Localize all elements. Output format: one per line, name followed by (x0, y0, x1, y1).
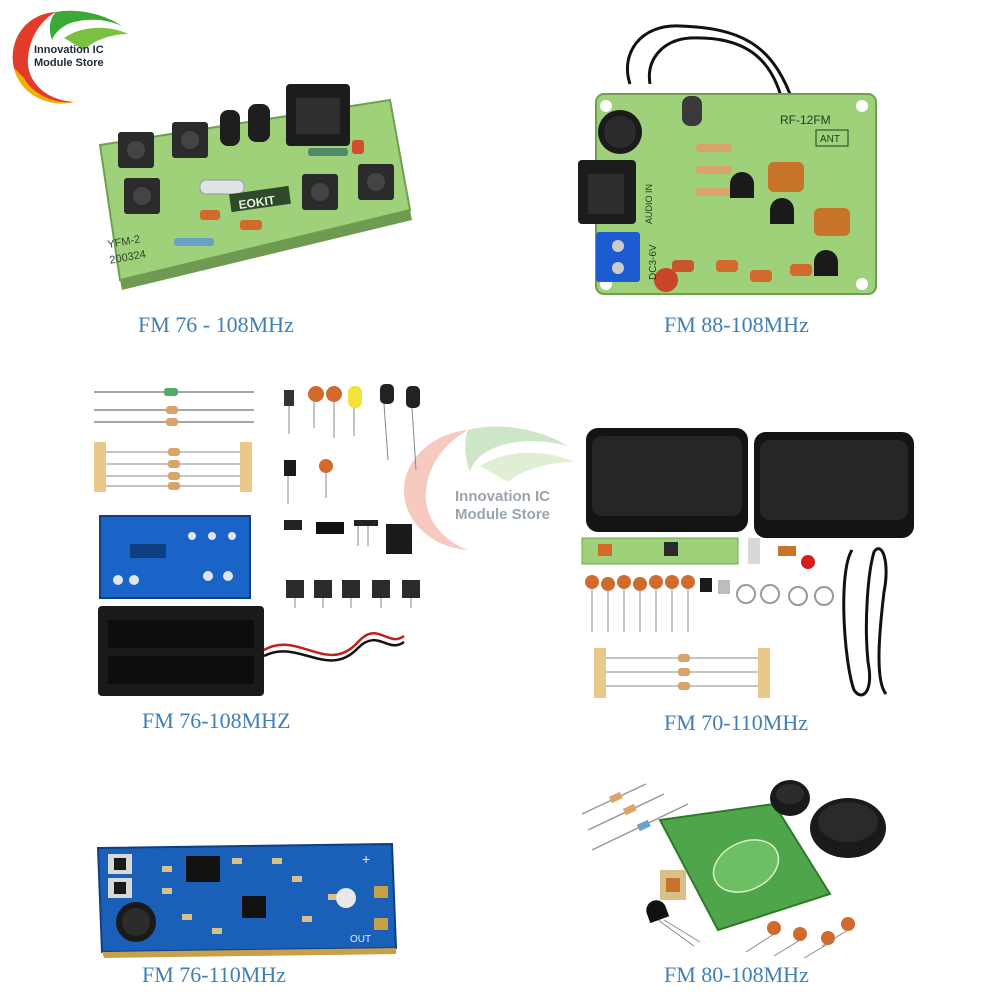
power-label: DC3-6V (648, 244, 659, 280)
store-logo-text: Innovation IC Module Store (34, 44, 134, 70)
watermark-logo (398, 420, 608, 560)
product-image-3 (88, 380, 428, 700)
caption-4: FM 70-110MHz (664, 710, 809, 735)
brand-line-2: Module Store (34, 57, 104, 69)
product-image-1: EOKIT YFM-2 200324 (90, 70, 430, 300)
watermark-text: Innovation IC Module Store (455, 488, 550, 524)
caption-5: FM 76-110MHz (142, 962, 287, 987)
brand-line-1: Innovation IC (34, 44, 104, 56)
ant-label: ANT (820, 134, 840, 145)
audio-in-label: AUDIO IN (644, 184, 654, 224)
store-logo (4, 4, 132, 110)
product-image-4 (568, 422, 920, 700)
caption-6: FM 80-108MHz (664, 962, 809, 987)
out-label: OUT (350, 934, 371, 945)
board-label: YFM-2 (107, 233, 142, 251)
watermark-line-1: Innovation IC (455, 488, 550, 505)
caption-3: FM 76-108MHZ (142, 708, 291, 733)
caption-2: FM 88-108MHz (664, 312, 809, 337)
caption-1: FM 76 - 108MHz (138, 312, 294, 337)
watermark-line-2: Module Store (455, 506, 551, 523)
product-image-6 (578, 770, 908, 960)
brand-mark: EOKIT (238, 193, 277, 212)
product-image-5: + OUT (92, 836, 404, 966)
board-rf-label: RF-12FM (780, 113, 831, 127)
plus-label: + (362, 851, 370, 867)
product-image-2: RF-12FM ANT AUDIO IN DC3-6V (570, 14, 880, 304)
